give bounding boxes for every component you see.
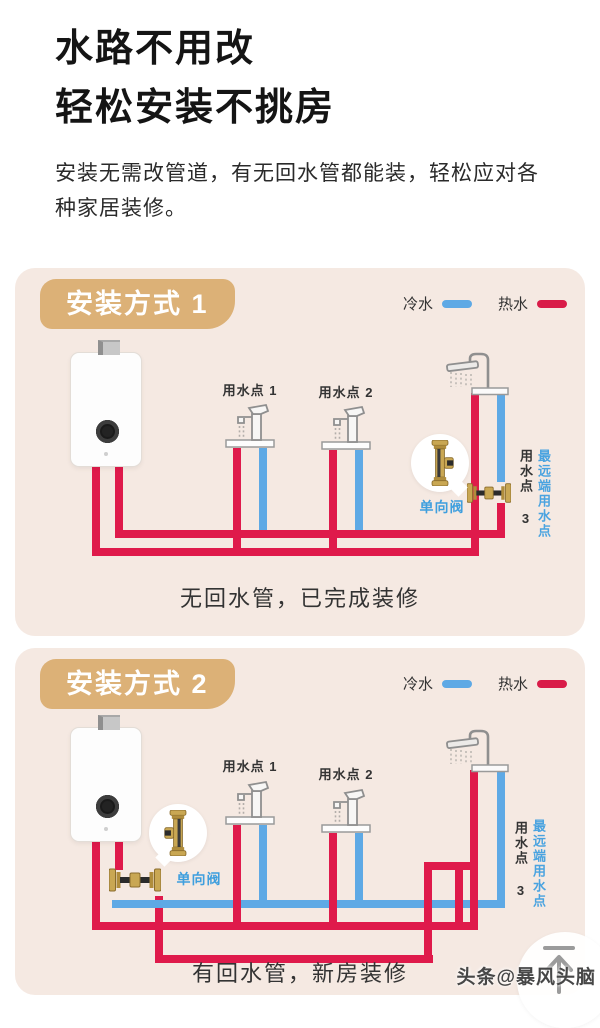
- hot-pipe-segment: [233, 448, 241, 556]
- hot-pipe-main-lower: [96, 548, 479, 556]
- page-title-line2: 轻松安装不挑房: [55, 87, 336, 129]
- shower-icon: [445, 352, 509, 396]
- legend-hot-label: 热水: [497, 296, 528, 313]
- hot-pipe-segment: [92, 840, 100, 930]
- water-heater-icon: [70, 715, 142, 842]
- hot-water-swatch: [537, 679, 567, 688]
- install-method-1-panel: 安装方式 1 冷水 热水 用水点 1 用水点 2 单向阀 用水点 3 最远端用水…: [15, 268, 585, 636]
- check-valve-icon: [467, 483, 511, 503]
- cold-pipe-segment: [259, 825, 267, 908]
- heater-dial: [96, 420, 119, 443]
- hot-pipe-segment: [329, 450, 337, 556]
- page-title-line1: 水路不用改: [55, 28, 256, 70]
- point1-label: 用水点 1: [222, 759, 278, 774]
- point2-label: 用水点 2: [318, 385, 374, 400]
- point3-note: 最远端用水点: [536, 449, 551, 539]
- watermark: 头条@暴风头脑: [456, 967, 596, 988]
- return-pipe-segment: [424, 862, 471, 870]
- hot-pipe-segment: [233, 825, 241, 930]
- hot-pipe-main-upper: [119, 530, 505, 538]
- intro-text: 安装无需改管道，有无回水管都能装，轻松应对各种家居装修。: [55, 162, 539, 220]
- valve-label: 单向阀: [419, 499, 465, 515]
- hot-pipe-segment: [471, 393, 479, 556]
- hot-pipe-segment: [92, 465, 100, 556]
- point3-label: 用水点 3: [513, 821, 528, 900]
- return-pipe-main: [155, 955, 433, 963]
- arrow-up-icon: [543, 946, 575, 994]
- water-heater-icon: [70, 340, 142, 467]
- hot-pipe-segment: [329, 833, 337, 930]
- cold-water-swatch: [441, 679, 472, 688]
- install-method-2-panel: 安装方式 2 冷水 热水 单向阀 用水点 1 用水点 2 用水点 3 最远端: [15, 648, 585, 995]
- method-1-caption: 无回水管，已完成装修: [179, 586, 420, 611]
- faucet-icon: [321, 406, 371, 450]
- point2-label: 用水点 2: [318, 767, 374, 782]
- method-1-badge: 安装方式 1: [40, 279, 235, 329]
- valve-callout-bubble: [149, 804, 207, 867]
- heater-dial: [96, 795, 119, 818]
- method-2-badge: 安装方式 2: [40, 659, 235, 709]
- shower-icon: [445, 729, 509, 773]
- heater-flue: [98, 340, 120, 355]
- legend-hot-label: 热水: [497, 676, 528, 693]
- point3-note: 最远端用水点: [531, 819, 546, 909]
- faucet-icon: [321, 789, 371, 833]
- hot-water-swatch: [537, 299, 567, 308]
- cold-pipe-segment: [497, 770, 505, 900]
- legend: 冷水 热水: [403, 673, 567, 694]
- method-2-caption: 有回水管，新房装修: [191, 961, 408, 986]
- hot-pipe-main: [96, 922, 478, 930]
- legend: 冷水 热水: [403, 293, 567, 314]
- check-valve-icon: [431, 440, 454, 486]
- valve-callout-bubble: [411, 434, 469, 497]
- heater-logo-dot: [104, 827, 108, 831]
- return-pipe-segment: [424, 862, 432, 963]
- hot-pipe-segment: [115, 840, 123, 870]
- promo-page: { "header": { "title_line1": "水路不用改", "t…: [15, 28, 596, 995]
- check-valve-icon: [109, 868, 161, 892]
- cold-pipe-segment: [355, 833, 363, 908]
- faucet-icon: [225, 781, 275, 825]
- cold-pipe-main: [112, 900, 505, 908]
- point3-label: 用水点 3: [518, 449, 533, 528]
- cold-pipe-segment: [355, 450, 363, 530]
- cold-pipe-segment: [259, 448, 267, 530]
- hot-pipe-segment: [497, 503, 505, 538]
- heater-logo-dot: [104, 452, 108, 456]
- valve-label: 单向阀: [176, 871, 222, 887]
- legend-cold-label: 冷水: [402, 296, 433, 313]
- return-pipe-segment: [455, 862, 463, 930]
- hot-pipe-segment: [470, 770, 478, 930]
- heater-flue: [98, 715, 120, 730]
- point1-label: 用水点 1: [222, 383, 278, 398]
- cold-water-swatch: [441, 299, 472, 308]
- hot-pipe-segment: [115, 465, 123, 538]
- faucet-icon: [225, 404, 275, 448]
- legend-cold-label: 冷水: [402, 676, 433, 693]
- cold-pipe-segment: [497, 393, 505, 482]
- check-valve-icon: [164, 810, 187, 856]
